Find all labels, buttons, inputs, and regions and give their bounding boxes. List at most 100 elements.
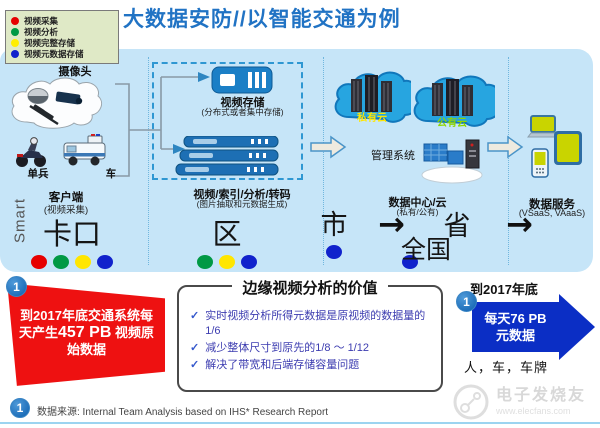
tier-dots bbox=[402, 254, 456, 269]
dot-yellow-icon bbox=[219, 254, 235, 269]
public-cloud-label: 公有云 bbox=[437, 118, 467, 129]
value-box-title: 边缘视频分析的价值 bbox=[177, 277, 443, 298]
legend-item-label: 视频分析 bbox=[24, 26, 59, 37]
dot-yellow-icon bbox=[75, 254, 91, 269]
zone-divider bbox=[508, 57, 509, 265]
tier-dots bbox=[24, 254, 120, 269]
raw-data-text-after: 视频原始数据 bbox=[66, 324, 154, 357]
private-cloud-label: 私有云 bbox=[357, 113, 387, 124]
tier-dots bbox=[314, 244, 354, 259]
legend-items: 视频采集视频分析视频完整存储视频元数据存储 bbox=[11, 15, 113, 59]
tier-group: 全国 bbox=[396, 236, 456, 269]
tier-group: 区 bbox=[192, 217, 262, 269]
value-bullet-text: 减少整体尺寸到原先的1/8 ～ 1/12 bbox=[205, 342, 370, 354]
badge-1: 1 bbox=[6, 276, 27, 297]
watermark-brand: 电子发烧友 bbox=[496, 387, 587, 404]
dot-blue-icon bbox=[241, 254, 257, 269]
client-title: 客户端 bbox=[48, 192, 84, 204]
legend-item-label: 视频采集 bbox=[24, 15, 59, 26]
badge-1: 1 bbox=[456, 291, 477, 312]
raw-data-text-before: 到2017年底交通系统每天产生 bbox=[18, 307, 153, 340]
bottom-divider bbox=[0, 422, 600, 424]
legend-item: 视频分析 bbox=[11, 26, 113, 37]
dot-blue-icon bbox=[97, 254, 113, 269]
page-title: 大数据安防//以智能交通为例 bbox=[123, 8, 401, 31]
flow-arrow-icon bbox=[310, 135, 347, 159]
legend-item: 视频元数据存储 bbox=[11, 48, 113, 59]
tier-dots bbox=[192, 254, 262, 269]
watermark: 电子发烧友 www.elecfans.com bbox=[452, 383, 586, 421]
value-bullet-text: 解决了带宽和后端存储容量问题 bbox=[205, 359, 360, 371]
data-source: 数据来源: Internal Team Analysis based on IH… bbox=[37, 407, 329, 418]
datacenter-title: 数据中心/云 bbox=[388, 197, 447, 209]
tier-label: 卡口 bbox=[42, 217, 101, 251]
tier-label: 省 bbox=[443, 211, 471, 242]
phone-icon bbox=[531, 148, 549, 178]
raw-data-text: 到2017年底交通系统每天产生457 PB 视频原始数据 bbox=[16, 307, 157, 358]
server-stack-icon bbox=[175, 136, 279, 176]
vehicle-label: 车 bbox=[105, 168, 117, 180]
soldier-label: 单兵 bbox=[27, 168, 49, 180]
legend-dot-icon bbox=[11, 16, 19, 25]
metadata-arrow-head bbox=[559, 294, 595, 360]
zone-divider bbox=[148, 57, 149, 265]
watermark-url: www.elecfans.com bbox=[496, 406, 571, 416]
process-title: 视频/索引/分析/转码 bbox=[193, 189, 291, 201]
raw-data-banner: 到2017年底交通系统每天产生457 PB 视频原始数据 bbox=[7, 283, 165, 386]
value-bullet: ✓减少整体尺寸到原先的1/8 ～ 1/12 bbox=[190, 341, 436, 356]
legend-item-label: 视频元数据存储 bbox=[24, 48, 84, 59]
dot-blue-icon bbox=[402, 254, 418, 269]
patrol-van-icon bbox=[63, 134, 106, 166]
datacenter-subtitle: (私有/公有) bbox=[396, 207, 439, 217]
services-title: 数据服务 bbox=[529, 199, 575, 211]
legend-dot-icon bbox=[11, 38, 19, 47]
dot-green-icon bbox=[197, 254, 213, 269]
legend-item: 视频完整存储 bbox=[11, 37, 113, 48]
raw-data-number: 457 PB bbox=[58, 323, 112, 341]
public-cloud-icon bbox=[413, 75, 495, 127]
management-system-icon bbox=[421, 139, 483, 184]
edge-processing-box bbox=[152, 62, 303, 180]
value-bullet: ✓ 实时视频分析所得元数据是原视频的数据量的1/6 bbox=[190, 309, 436, 339]
value-bullet: ✓ 解决了带宽和后端存储容量问题 bbox=[190, 358, 436, 373]
camera-cloud-icon bbox=[11, 77, 103, 129]
tier-arrow-icon: → bbox=[506, 205, 533, 243]
flow-arrow-icon bbox=[487, 135, 524, 159]
legend: 视频采集视频分析视频完整存储视频元数据存储 bbox=[5, 10, 119, 64]
storage-title: 视频存储 bbox=[220, 97, 265, 109]
tier-group: 市 bbox=[314, 211, 354, 259]
private-cloud-icon bbox=[334, 71, 411, 123]
dot-blue-icon bbox=[326, 244, 342, 259]
tier-group: 省 bbox=[437, 212, 477, 272]
motorcycle-officer-icon bbox=[16, 137, 46, 167]
elecfans-logo-icon bbox=[453, 384, 489, 420]
value-bullets: ✓实时视频分析所得元数据是原视频的数据量的1/6✓减少整体尺寸到原先的1/8 ～… bbox=[190, 309, 436, 375]
mgmt-label: 管理系统 bbox=[371, 150, 415, 162]
value-box-title-text: 边缘视频分析的价值 bbox=[232, 280, 388, 297]
value-bullet-text: 实时视频分析所得元数据是原视频的数据量的1/6 bbox=[205, 310, 426, 337]
dot-green-icon bbox=[53, 254, 69, 269]
tablet-icon bbox=[554, 131, 582, 165]
camera-label: 摄像头 bbox=[58, 66, 92, 78]
check-icon: ✓ bbox=[190, 310, 200, 322]
services-subtitle: (VSaaS, VAaaS) bbox=[518, 208, 586, 218]
metadata-arrow: 每天76 PB 元数据 bbox=[472, 302, 559, 352]
metadata-year-label: 到2017年底 bbox=[470, 282, 538, 297]
legend-item: 视频采集 bbox=[11, 15, 113, 26]
tier-group: 卡口 bbox=[24, 217, 120, 269]
legend-item-label: 视频完整存储 bbox=[24, 37, 76, 48]
zone-divider bbox=[323, 57, 324, 265]
tier-arrow-icon: → bbox=[378, 205, 405, 243]
client-subtitle: (视频采集) bbox=[43, 205, 89, 216]
legend-dot-icon bbox=[11, 27, 19, 36]
tier-label: 区 bbox=[212, 217, 242, 251]
metadata-number: 每天76 PB bbox=[484, 311, 547, 326]
badge-1: 1 bbox=[10, 398, 30, 418]
check-icon: ✓ bbox=[190, 359, 200, 371]
metadata-label: 元数据 bbox=[495, 328, 535, 343]
connector-lines bbox=[115, 72, 210, 177]
process-subtitle: (图片抽取和元数据生成) bbox=[196, 199, 288, 209]
storage-subtitle: (分布式或者集中存储) bbox=[201, 107, 284, 117]
people-car-plate-label: 人，车，车牌 bbox=[464, 360, 549, 375]
